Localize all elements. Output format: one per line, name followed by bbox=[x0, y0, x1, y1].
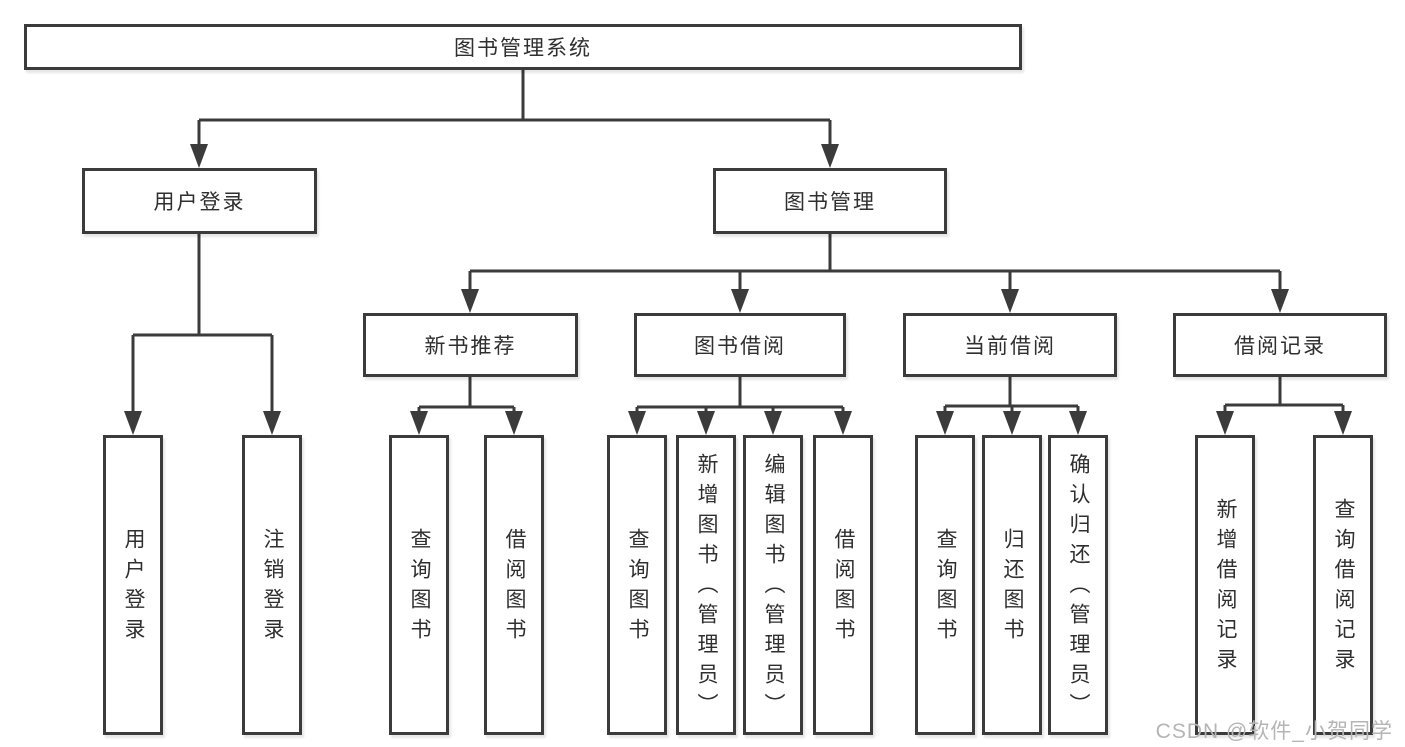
node-book-management: 图书管理 bbox=[713, 168, 947, 234]
leaf-return-books: 归还图书 bbox=[982, 435, 1042, 735]
node-book-borrowing: 图书借阅 bbox=[634, 313, 846, 377]
leaf-user-login: 用户登录 bbox=[103, 435, 163, 735]
leaf-query-books-current: 查询图书 bbox=[915, 435, 975, 735]
leaf-add-borrow-record: 新增借阅记录 bbox=[1195, 435, 1255, 735]
node-current-borrowing: 当前借阅 bbox=[903, 313, 1117, 377]
leaf-query-books-recommend: 查询图书 bbox=[389, 435, 449, 735]
leaf-edit-books-admin: 编辑图书（管理员） bbox=[743, 435, 803, 735]
leaf-borrow-books-borrowing: 借阅图书 bbox=[813, 435, 873, 735]
leaf-logout-login: 注销登录 bbox=[242, 435, 302, 735]
leaf-confirm-return-admin: 确认归还（管理员） bbox=[1048, 435, 1108, 735]
node-borrowing-records: 借阅记录 bbox=[1173, 313, 1387, 377]
node-library-system: 图书管理系统 bbox=[24, 24, 1022, 70]
leaf-add-books-admin: 新增图书（管理员） bbox=[676, 435, 736, 735]
watermark: CSDN @软件_小贺同学 bbox=[1155, 720, 1393, 743]
leaf-borrow-books-recommend: 借阅图书 bbox=[484, 435, 544, 735]
leaf-query-borrow-record: 查询借阅记录 bbox=[1313, 435, 1373, 735]
leaf-query-books-borrowing: 查询图书 bbox=[607, 435, 667, 735]
node-user-login: 用户登录 bbox=[82, 168, 317, 234]
node-new-book-recommendation: 新书推荐 bbox=[363, 313, 578, 377]
